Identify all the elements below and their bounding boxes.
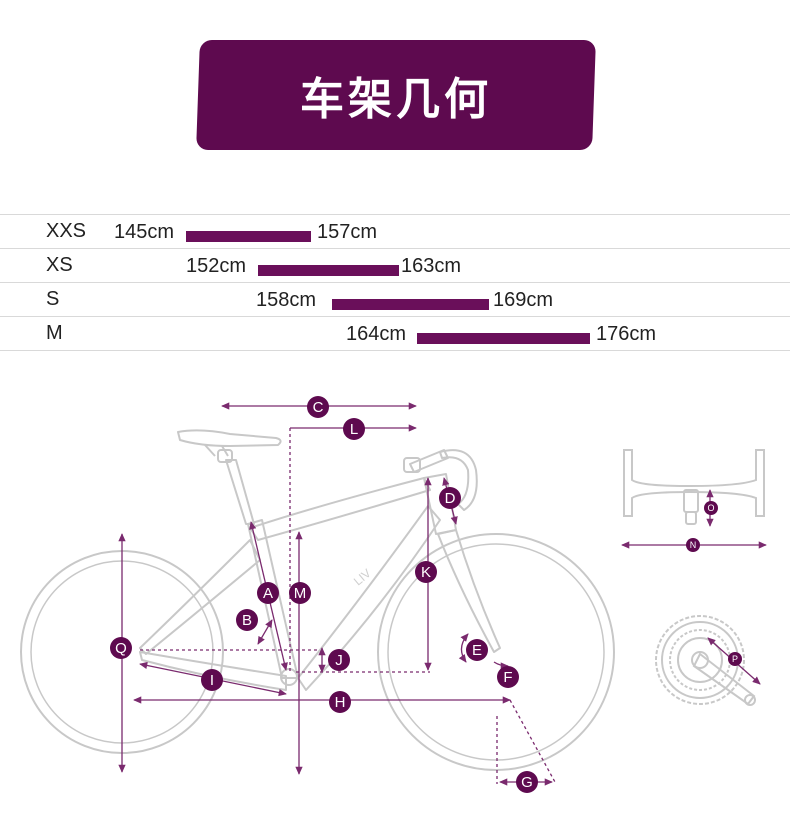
badge-j: J xyxy=(328,649,350,671)
height-max: 176cm xyxy=(596,323,657,345)
badge-label: G xyxy=(521,774,533,791)
badge-q: Q xyxy=(110,637,132,659)
badge-h: H xyxy=(329,691,351,713)
front-wheel xyxy=(377,533,615,771)
badge-m: M xyxy=(289,582,311,604)
badge-label: N xyxy=(690,540,697,550)
size-table: XXS 145cm 157cm XS 152cm 163cm S 158cm 1… xyxy=(0,214,790,351)
size-label: XS xyxy=(46,254,73,276)
handlebar-detail xyxy=(623,449,765,525)
badge-label: L xyxy=(350,421,358,438)
badge-g: G xyxy=(516,771,538,793)
size-row-m: M 164cm 176cm xyxy=(0,316,790,351)
badge-n: N xyxy=(686,538,700,552)
badge-label: P xyxy=(732,654,738,664)
badge-k: K xyxy=(415,561,437,583)
height-min: 152cm xyxy=(186,255,247,277)
size-row-xs: XS 152cm 163cm xyxy=(0,248,790,282)
height-range-bar xyxy=(186,231,311,242)
badge-i: I xyxy=(201,669,223,691)
bike-frame: LIV xyxy=(139,429,501,691)
height-range-bar xyxy=(258,265,399,276)
size-label: M xyxy=(46,322,63,344)
badge-label: K xyxy=(421,564,431,581)
badge-p: P xyxy=(728,652,742,666)
page-title: 车架几何 xyxy=(300,74,492,125)
badge-o: O xyxy=(704,501,718,515)
badge-label: C xyxy=(313,399,324,416)
badge-b: B xyxy=(236,609,258,631)
size-label: S xyxy=(46,288,60,310)
handlebar-measure xyxy=(621,489,767,549)
height-max: 169cm xyxy=(493,289,554,311)
height-max: 157cm xyxy=(317,221,378,243)
height-min: 145cm xyxy=(114,221,175,243)
badge-e: E xyxy=(466,639,488,661)
badge-l: L xyxy=(343,418,365,440)
badge-label: D xyxy=(445,490,456,507)
height-max: 163cm xyxy=(401,255,462,277)
badge-label: A xyxy=(263,585,273,602)
badge-label: M xyxy=(294,585,307,602)
measurement-lines xyxy=(118,402,556,786)
badge-label: I xyxy=(210,672,214,689)
size-row-s: S 158cm 169cm xyxy=(0,282,790,316)
height-min: 164cm xyxy=(346,323,407,345)
height-range-bar xyxy=(417,333,590,344)
badge-label: F xyxy=(503,669,512,686)
size-label: XXS xyxy=(46,220,87,242)
badge-label: Q xyxy=(115,640,127,657)
badge-label: E xyxy=(472,642,482,659)
badge-label: J xyxy=(335,652,343,669)
badge-d: D xyxy=(439,487,461,509)
badge-label: H xyxy=(335,694,346,711)
badge-a: A xyxy=(257,582,279,604)
height-range-bar xyxy=(332,299,489,310)
size-row-xxs: XXS 145cm 157cm xyxy=(0,214,790,248)
badge-f: F xyxy=(497,666,519,688)
height-min: 158cm xyxy=(256,289,317,311)
badge-label: B xyxy=(242,612,252,629)
badge-c: C xyxy=(307,396,329,418)
badge-label: O xyxy=(707,503,714,513)
